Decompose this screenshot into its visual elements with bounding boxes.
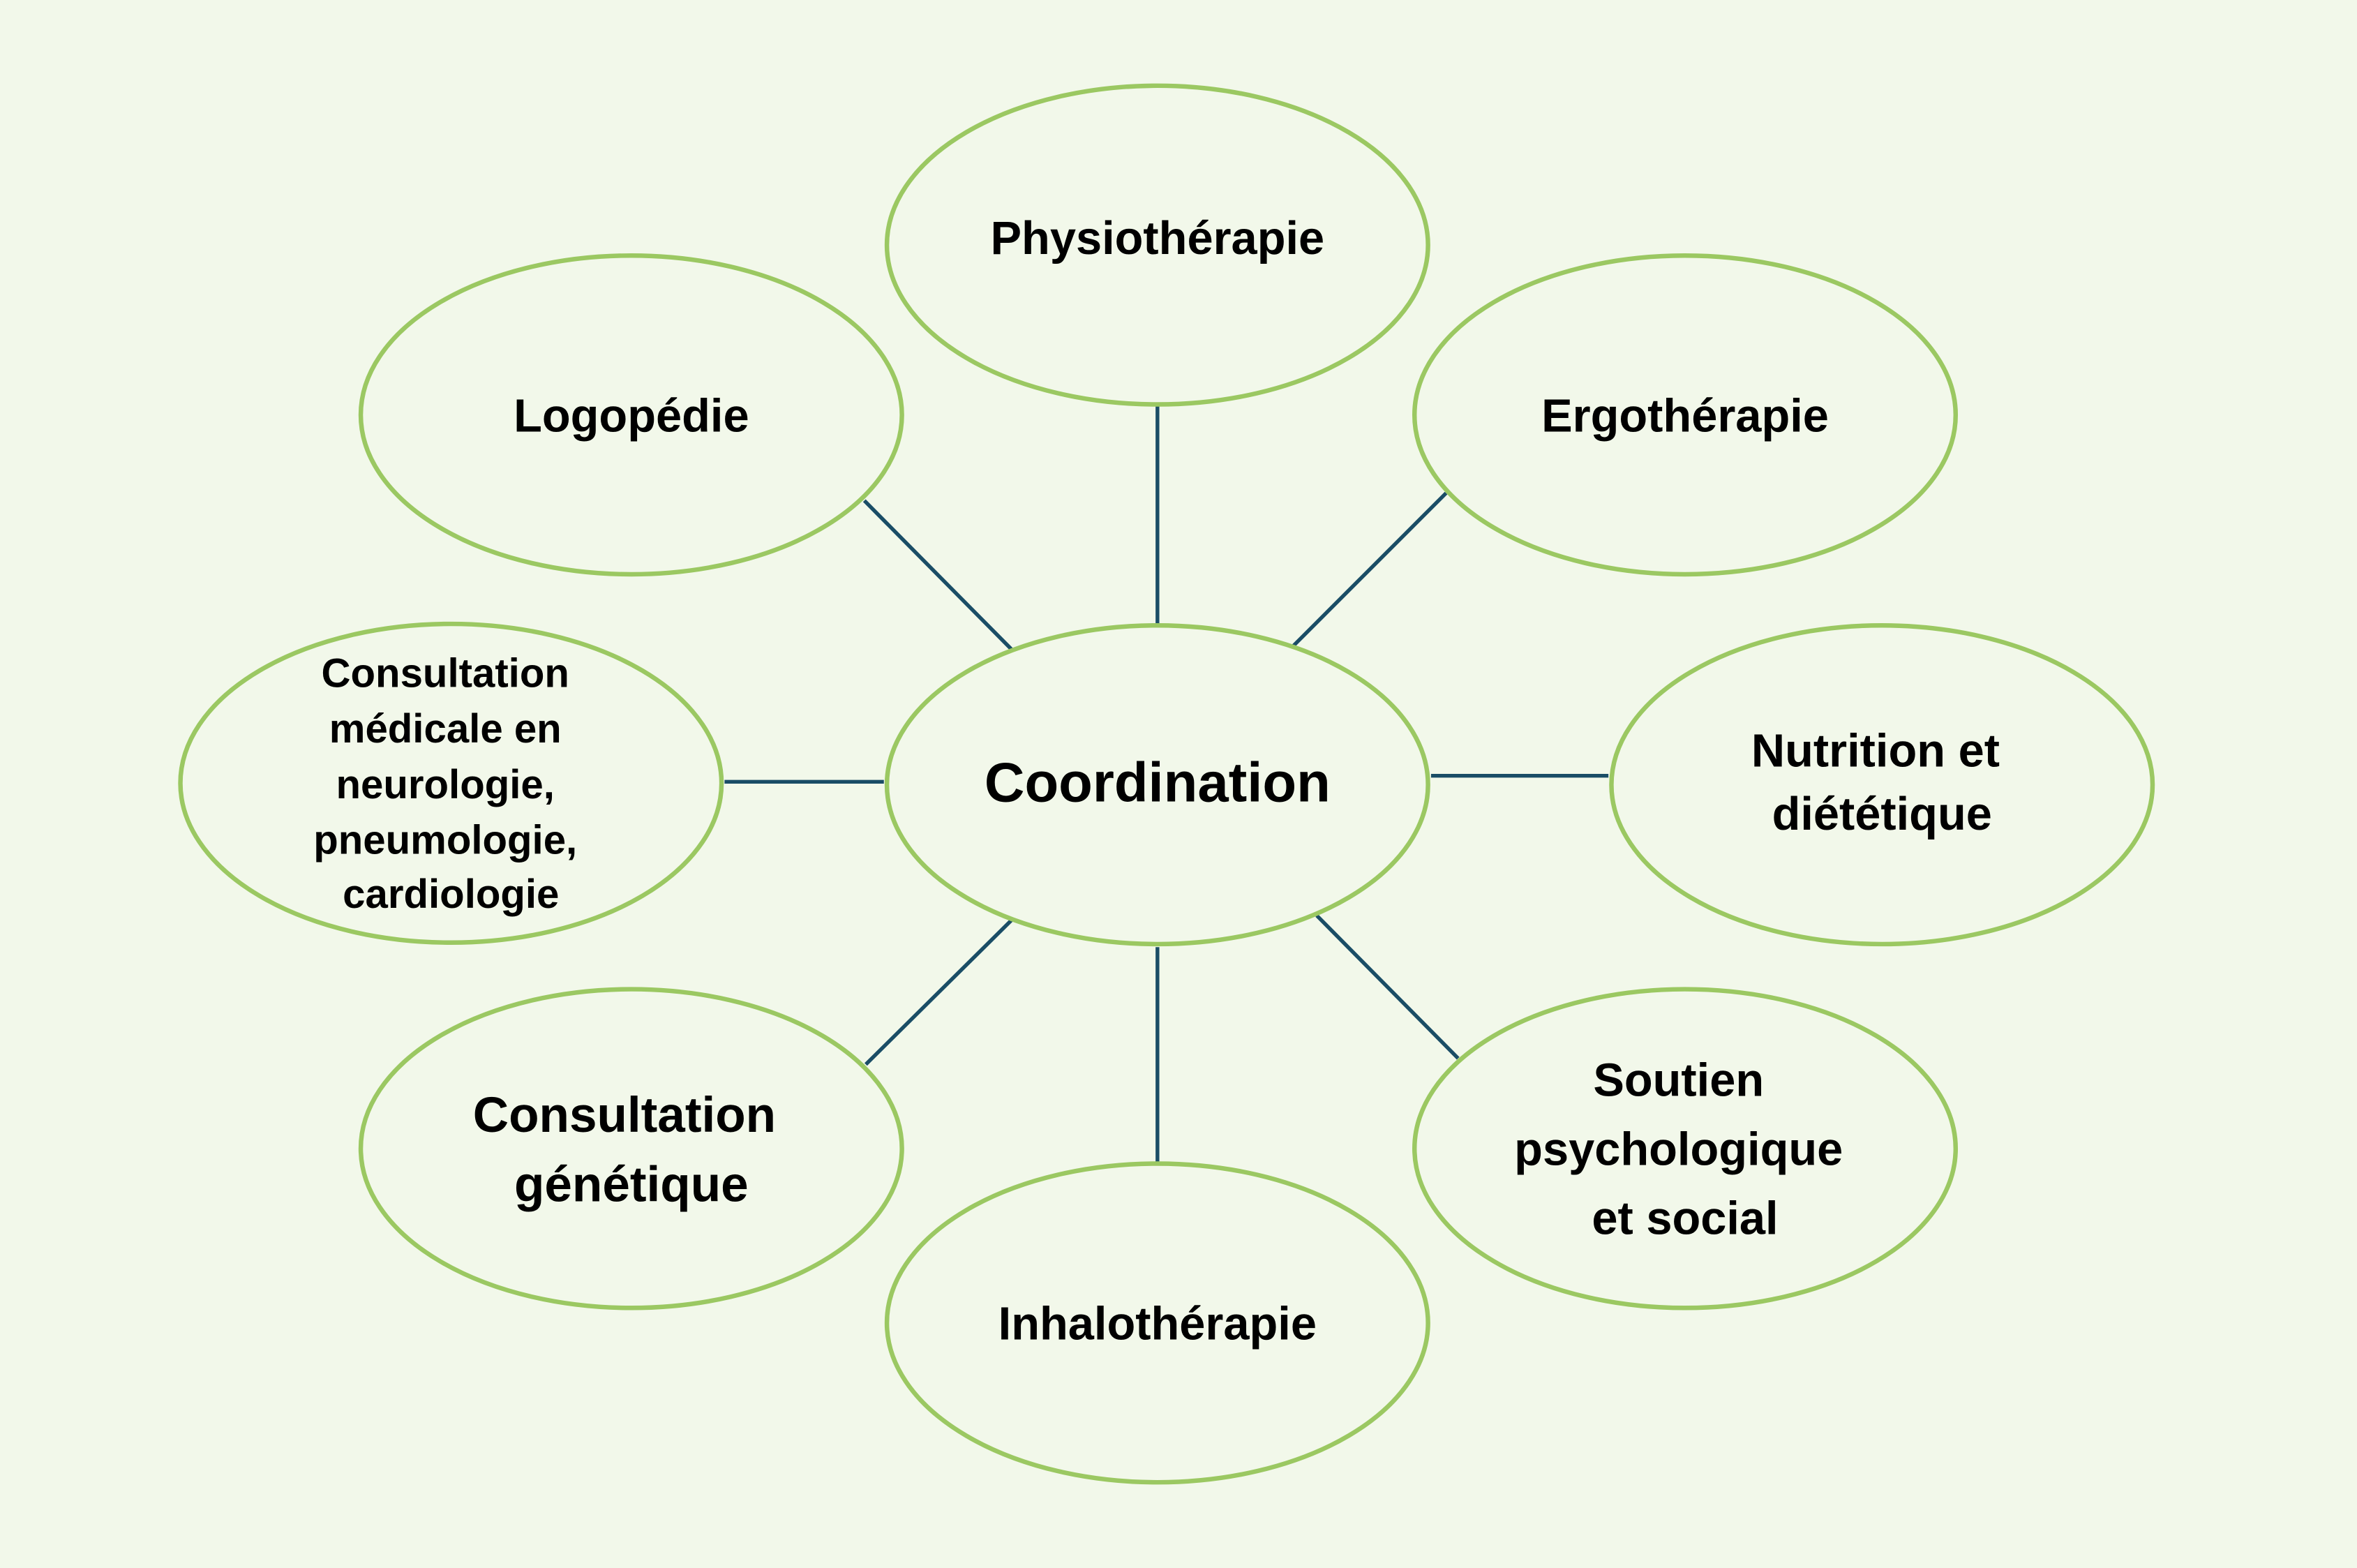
svg-text:Consultation génétique: Consultation génétique bbox=[473, 1088, 790, 1212]
node-label: neurologie, bbox=[336, 762, 555, 807]
connector-ergotherapie bbox=[1291, 491, 1448, 648]
node-coordination: Coordination bbox=[884, 622, 1430, 947]
node-label: Physiothérapie bbox=[991, 213, 1325, 264]
svg-text:Consultation médicale en: Consultation médicale en neurologie, pne… bbox=[313, 651, 588, 918]
connector-logopedie bbox=[862, 499, 1013, 651]
node-label: Nutrition et bbox=[1751, 726, 2000, 777]
node-inhalotherapie: Inhalothérapie bbox=[884, 1161, 1430, 1485]
node-label: génétique bbox=[514, 1157, 749, 1212]
node-label: Logopédie bbox=[514, 390, 749, 442]
node-label: Ergothérapie bbox=[1541, 390, 1829, 442]
connectors bbox=[724, 405, 1609, 1163]
node-label: Consultation bbox=[473, 1088, 776, 1143]
svg-text:Inhalothérapie: Inhalothérapie bbox=[998, 1299, 1317, 1350]
node-label: cardiologie bbox=[343, 872, 559, 917]
node-soutien: Soutien psychologique et social bbox=[1412, 987, 1959, 1311]
connector-consultation-genetique bbox=[865, 918, 1013, 1066]
svg-text:Soutien psychologique: Soutien psychologique et social bbox=[1514, 1055, 1856, 1245]
node-label: médicale en bbox=[329, 706, 562, 752]
node-ergotherapie: Ergothérapie bbox=[1412, 253, 1959, 577]
node-consultation-medicale: Consultation médicale en neurologie, pne… bbox=[178, 621, 724, 946]
svg-text:Physiothérapie: Physiothérapie bbox=[991, 213, 1325, 264]
node-label: et social bbox=[1592, 1193, 1778, 1245]
node-label: Consultation bbox=[322, 651, 569, 696]
node-logopedie: Logopédie bbox=[358, 253, 904, 577]
node-label: Coordination bbox=[985, 751, 1331, 813]
node-label: Inhalothérapie bbox=[998, 1299, 1317, 1350]
node-label: diététique bbox=[1772, 789, 1992, 840]
svg-text:Nutrition et diététique: Nutrition et diététique bbox=[1751, 726, 2013, 840]
node-label: Soutien bbox=[1593, 1055, 1764, 1107]
node-label: psychologique bbox=[1514, 1124, 1843, 1176]
node-physiotherapie: Physiothérapie bbox=[884, 83, 1430, 407]
svg-text:Ergothérapie: Ergothérapie bbox=[1541, 390, 1829, 442]
node-consultation-genetique: Consultation génétique bbox=[358, 987, 904, 1311]
node-label: pneumologie, bbox=[313, 818, 577, 863]
connector-soutien bbox=[1315, 914, 1460, 1060]
node-nutrition: Nutrition et diététique bbox=[1609, 622, 2155, 947]
svg-text:Logopédie: Logopédie bbox=[514, 390, 749, 442]
svg-text:Coordination: Coordination bbox=[985, 751, 1331, 813]
